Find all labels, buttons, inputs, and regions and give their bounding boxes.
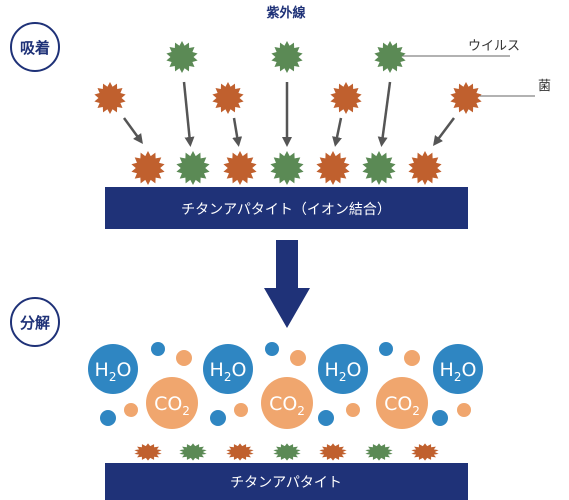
water-formula: H2O [95, 359, 132, 384]
water-dot [318, 410, 334, 426]
co2-dot [124, 403, 138, 417]
virus-icon [365, 443, 393, 461]
bacteria-icon [330, 82, 362, 114]
bacteria-icon [319, 443, 347, 461]
water-molecule [88, 344, 138, 394]
water-formula: H2O [440, 359, 477, 384]
down-arrow [264, 240, 310, 328]
co2-formula: CO2 [154, 393, 190, 418]
co2-dot [176, 350, 192, 366]
co2-dot [346, 403, 360, 417]
water-dot [265, 342, 279, 356]
virus-icon [271, 41, 303, 73]
water-formula: H2O [210, 359, 247, 384]
water-formula: H2O [325, 359, 362, 384]
co2-dot [457, 403, 471, 417]
co2-molecule [261, 377, 313, 429]
uv-label: 紫外線 [266, 5, 306, 21]
arrow [122, 117, 143, 145]
adsorption-arrows [122, 81, 455, 147]
germ-layer [94, 41, 482, 461]
arrow [182, 81, 195, 147]
bottom-apatite-bar: チタンアパタイト [105, 463, 468, 500]
bacteria-icon [134, 443, 162, 461]
arrow [433, 117, 455, 146]
virus-icon [176, 151, 210, 185]
top-bar-label: チタンアパタイト（イオン結合） [181, 202, 391, 218]
bacteria-icon [411, 443, 439, 461]
molecule-layer: CO2 CO2 CO2 H2O H2O H2O H2O [88, 342, 483, 429]
water-dot [210, 410, 226, 426]
arrow [232, 117, 243, 147]
virus-icon [362, 151, 396, 185]
water-dot [100, 410, 116, 426]
bacteria-icon [408, 151, 442, 185]
bacteria-icon [94, 82, 126, 114]
adsorption-badge: 吸着 [10, 22, 60, 72]
decomposition-label: 分解 [20, 314, 50, 332]
bacteria-legend-label: 菌 [538, 79, 551, 94]
water-molecule [318, 344, 368, 394]
arrow [377, 81, 392, 147]
virus-icon [374, 41, 406, 73]
bottom-bar-label: チタンアパタイト [230, 475, 342, 491]
virus-icon [273, 443, 301, 461]
co2-formula: CO2 [384, 393, 420, 418]
co2-dot [404, 350, 420, 366]
virus-legend-label: ウイルス [468, 39, 520, 54]
co2-dot [234, 403, 248, 417]
co2-molecule [376, 377, 428, 429]
water-molecule [433, 344, 483, 394]
bacteria-icon [450, 82, 482, 114]
bacteria-icon [131, 151, 165, 185]
virus-icon [179, 443, 207, 461]
decomposition-badge: 分解 [10, 297, 60, 347]
bacteria-icon [212, 82, 244, 114]
top-apatite-bar: チタンアパタイト（イオン結合） [105, 187, 468, 229]
adsorption-label: 吸着 [20, 39, 50, 57]
virus-icon [166, 41, 198, 73]
co2-formula: CO2 [269, 393, 305, 418]
water-molecule [203, 344, 253, 394]
co2-dot [290, 350, 306, 366]
virus-icon [270, 151, 304, 185]
water-dot [432, 410, 448, 426]
arrow [332, 117, 343, 147]
water-dot [151, 342, 165, 356]
co2-molecule [146, 377, 198, 429]
bacteria-icon [226, 443, 254, 461]
water-dot [379, 342, 393, 356]
bacteria-icon [223, 151, 257, 185]
bacteria-icon [316, 151, 350, 185]
